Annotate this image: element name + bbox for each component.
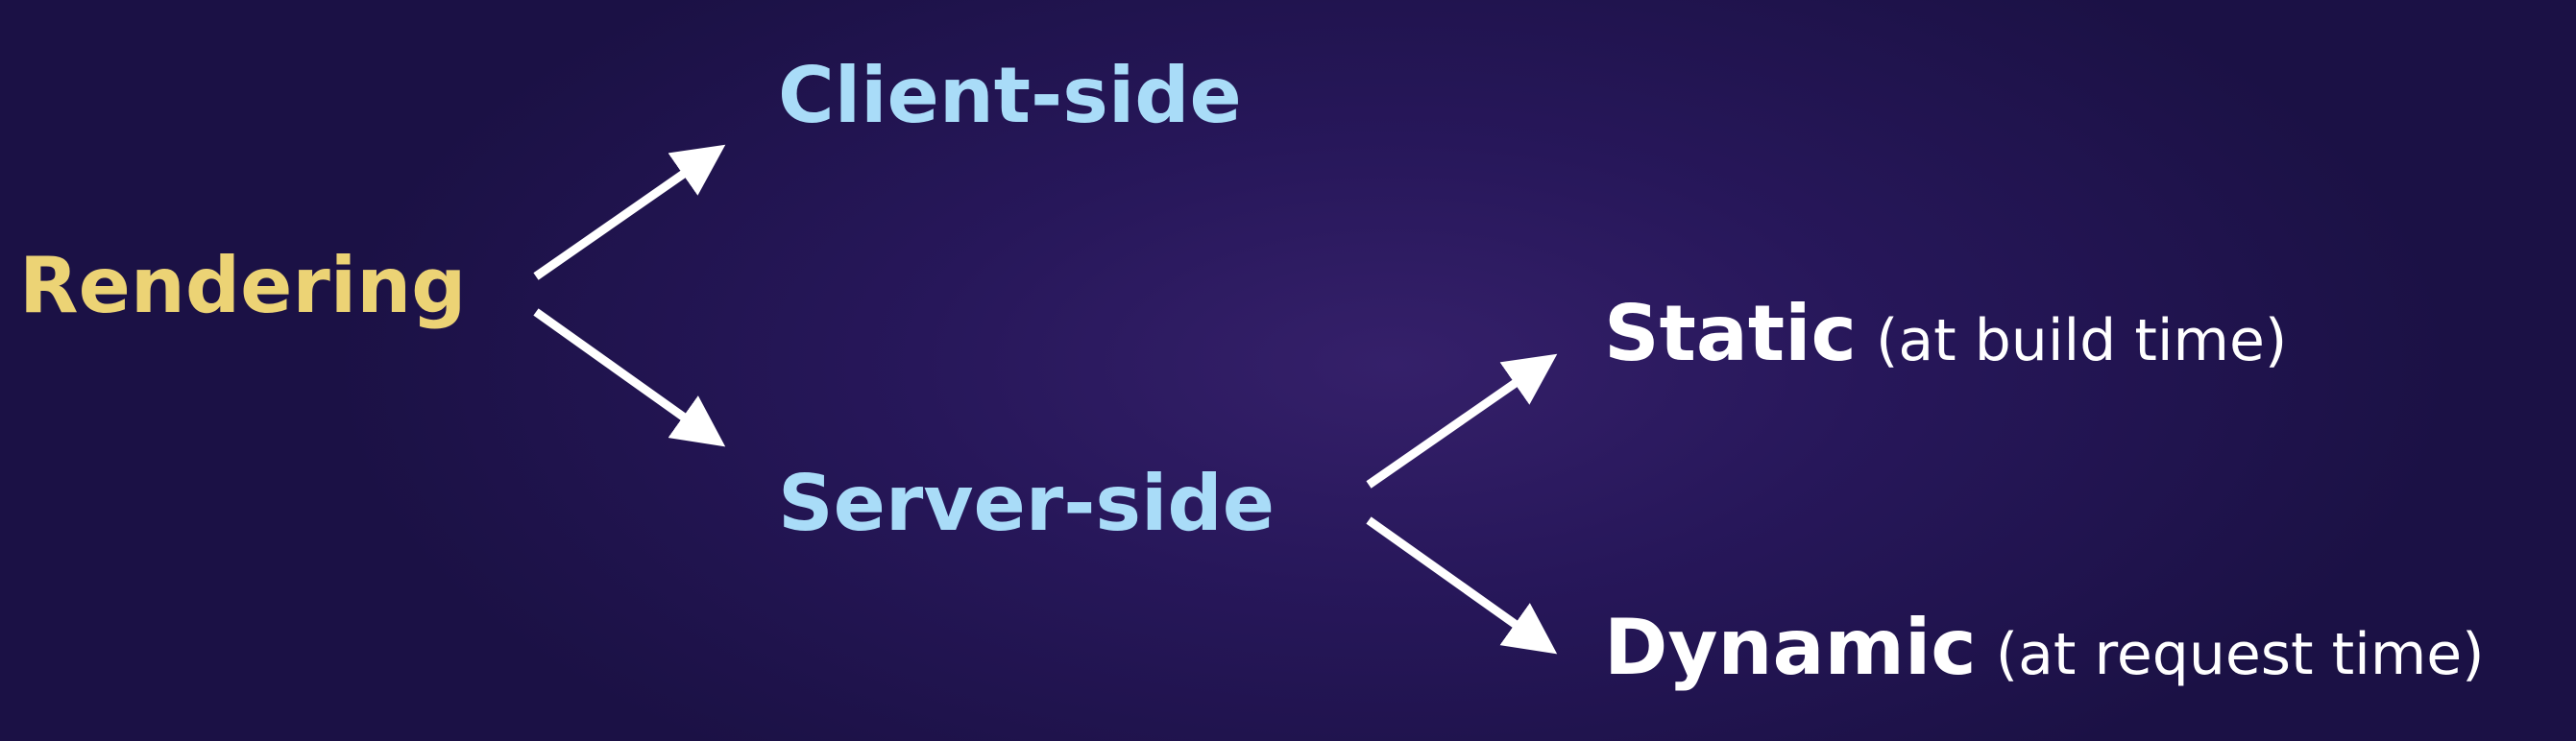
dynamic-node: Dynamic(at request time) — [1604, 610, 2485, 686]
server-side-node: Server-side — [778, 459, 1275, 548]
rendering-node: Rendering — [19, 241, 467, 330]
dynamic-label: Dynamic — [1604, 603, 1977, 692]
static-node: Static(at build time) — [1604, 296, 2287, 372]
dynamic-note: (at request time) — [1995, 621, 2485, 688]
arrow-rendering-to-server — [533, 308, 726, 447]
static-note: (at build time) — [1875, 307, 2288, 374]
arrow-server-to-static — [1366, 353, 1558, 489]
arrow-server-to-dynamic — [1366, 516, 1558, 655]
client-side-node: Client-side — [778, 51, 1242, 140]
static-label: Static — [1604, 289, 1857, 378]
arrow-rendering-to-client — [533, 144, 726, 280]
